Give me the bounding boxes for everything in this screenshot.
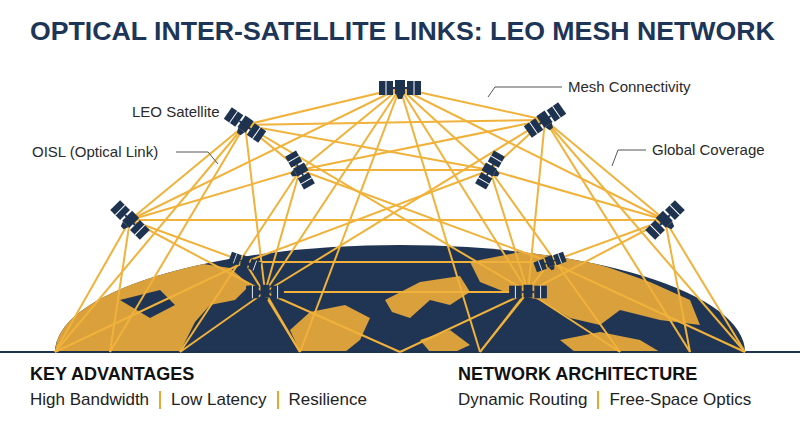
- optical-link: [180, 292, 265, 352]
- callout-label: Global Coverage: [650, 141, 767, 158]
- diagram-title: OPTICAL INTER-SATELLITE LINKS: LEO MESH …: [30, 16, 775, 47]
- optical-link: [400, 88, 480, 352]
- separator-bar: [597, 391, 599, 409]
- leader-line: [176, 152, 218, 164]
- leader-line: [612, 150, 646, 166]
- optical-link: [400, 88, 490, 170]
- leo-satellite: [523, 101, 568, 141]
- optical-link: [550, 220, 665, 262]
- callout-label: LEO Satellite: [130, 103, 222, 120]
- leader-line: [488, 87, 562, 97]
- feature-item: Resilience: [289, 390, 367, 410]
- optical-link: [110, 220, 130, 352]
- optical-link: [55, 220, 130, 352]
- feature-row: Dynamic Routing Free-Space Optics: [458, 390, 751, 410]
- optical-link: [245, 261, 550, 263]
- optical-link: [130, 220, 265, 292]
- feature-row: High Bandwidth Low Latency Resilience: [30, 390, 367, 410]
- optical-link: [55, 262, 245, 352]
- satellites: [107, 80, 687, 302]
- optical-link: [265, 88, 400, 292]
- feature-item: Dynamic Routing: [458, 390, 587, 410]
- optical-link: [400, 88, 528, 292]
- optical-link: [528, 292, 620, 352]
- feature-item: Low Latency: [171, 390, 266, 410]
- leo-satellite: [282, 150, 316, 191]
- section-heading: NETWORK ARCHITECTURE: [458, 364, 697, 385]
- leo-satellite: [379, 80, 421, 99]
- optical-link: [300, 88, 400, 352]
- callout-label: OISL (Optical Link): [30, 143, 160, 160]
- optical-link: [180, 170, 300, 352]
- optical-links: [55, 88, 745, 352]
- optical-link: [245, 125, 528, 292]
- optical-link: [265, 292, 400, 352]
- feature-item: High Bandwidth: [30, 390, 149, 410]
- leo-satellite: [246, 285, 284, 302]
- leo-satellite: [107, 199, 150, 242]
- optical-link: [245, 262, 300, 352]
- optical-link: [400, 88, 545, 120]
- leo-satellite: [227, 251, 261, 275]
- separator-bar: [159, 391, 161, 409]
- separator-bar: [277, 391, 279, 409]
- leo-satellite: [509, 285, 547, 302]
- optical-link: [490, 170, 620, 352]
- optical-link: [265, 120, 545, 292]
- optical-link: [130, 88, 400, 220]
- optical-link: [265, 291, 528, 293]
- continents: [55, 252, 700, 352]
- leo-satellite: [533, 251, 567, 275]
- leader-lines: [176, 87, 646, 166]
- feature-item: Free-Space Optics: [609, 390, 751, 410]
- optical-link: [528, 220, 665, 292]
- leo-satellite: [474, 150, 508, 191]
- optical-link: [400, 88, 665, 220]
- leo-satellite: [644, 199, 687, 242]
- earth-dome: [55, 245, 745, 352]
- optical-link: [480, 262, 550, 352]
- callout-label: Mesh Connectivity: [566, 78, 693, 95]
- optical-link: [130, 219, 665, 221]
- leo-satellite: [221, 106, 266, 146]
- optical-link: [550, 262, 745, 352]
- optical-link: [245, 120, 545, 125]
- section-heading: KEY ADVANTAGES: [30, 364, 194, 385]
